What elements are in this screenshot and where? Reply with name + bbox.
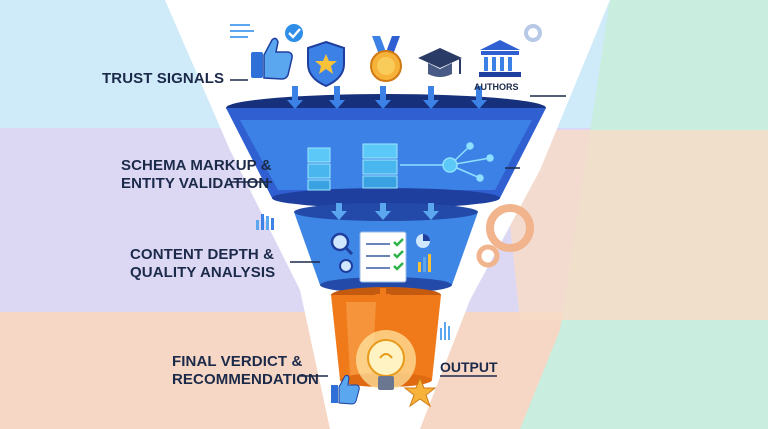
document-lines-icon <box>230 24 254 38</box>
arrows-bottom <box>375 288 391 324</box>
network-icon <box>400 142 494 182</box>
connector-lines <box>230 79 566 377</box>
arrows-top <box>287 86 487 109</box>
authors-label: AUTHORS <box>474 82 519 92</box>
background-right-orange <box>500 130 768 320</box>
gear-icon <box>524 24 542 42</box>
star-icon <box>403 376 437 408</box>
bar-chart-icon <box>418 254 431 272</box>
thumbs-up-icon <box>251 37 293 80</box>
stage-label-schema: SCHEMA MARKUP & ENTITY VALIDATION <box>121 157 272 192</box>
stage-label-trust-signals: TRUST SIGNALS <box>102 70 225 87</box>
shield-star-icon <box>307 40 345 88</box>
mini-bars-icon <box>256 214 450 340</box>
medal-icon <box>370 36 402 82</box>
checklist-icon <box>359 231 407 283</box>
pie-chart-icon <box>416 234 430 248</box>
lightbulb-icon <box>356 330 416 390</box>
stage-label-verdict: FINAL VERDICT & RECOMMENDATION <box>172 353 319 388</box>
magnifier-icon <box>330 232 354 273</box>
output-label: OUTPUT <box>440 359 498 375</box>
arrows-middle <box>331 203 439 220</box>
building-icon <box>479 40 521 77</box>
thumbs-up-small-icon <box>331 374 360 405</box>
gear-large-icon <box>476 204 534 268</box>
funnel-rim-2 <box>272 188 500 208</box>
servers-icon <box>307 143 398 191</box>
stage-label-content: CONTENT DEPTH & QUALITY ANALYSIS <box>130 246 276 281</box>
verified-badge-icon <box>285 24 303 42</box>
graduation-cap-icon <box>418 48 462 77</box>
